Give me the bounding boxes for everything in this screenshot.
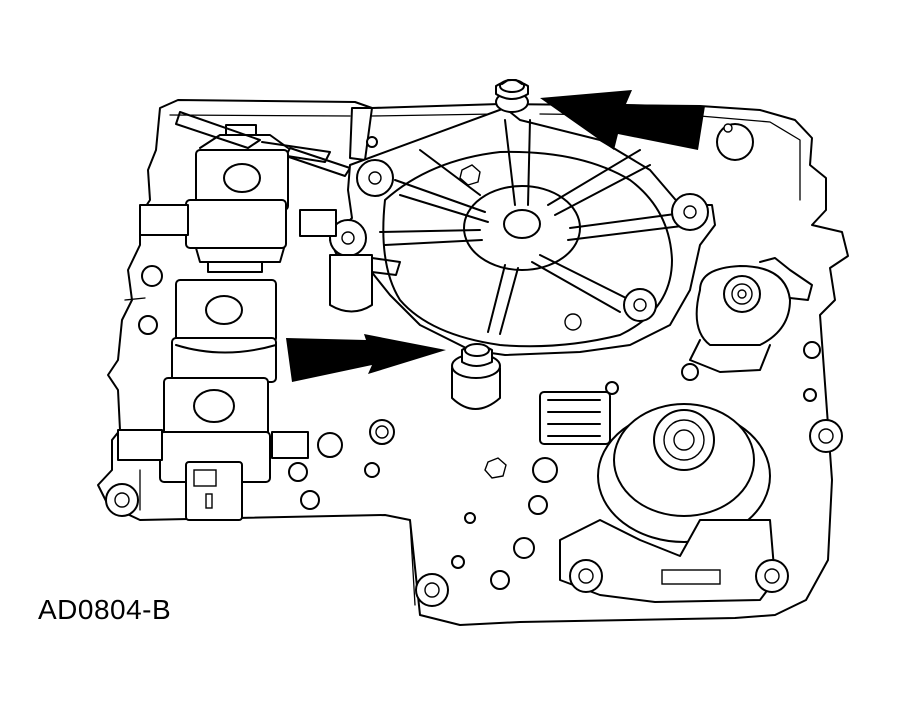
top-bolt (495, 79, 529, 113)
cover-inner-ring (382, 150, 673, 348)
cover-boss (329, 254, 373, 313)
figure-code: AD0804-B (38, 594, 172, 625)
plate-holes (105, 136, 843, 607)
cover-hex-plug (459, 164, 481, 186)
cover-lug-hole (341, 231, 355, 245)
cover-lug-hole (564, 313, 582, 331)
arrow-middle-left (286, 334, 446, 382)
cover-lug-hole (683, 205, 697, 219)
top-channel (175, 111, 331, 163)
plate-inner-edge (124, 113, 801, 606)
solenoid-top (139, 124, 337, 273)
middle-bolt (451, 343, 501, 410)
solenoid-middle (171, 279, 277, 383)
right-actuator-lower (539, 391, 789, 603)
right-actuator-upper (689, 257, 813, 373)
plate-hole (716, 123, 754, 161)
cover-spoke (379, 119, 691, 335)
cover-hub-inner (503, 209, 541, 239)
arrow-upper-right (540, 90, 705, 150)
solenoid-bottom (117, 377, 309, 521)
cover-lug-hole (633, 298, 647, 312)
cover-lug-hole (368, 171, 382, 185)
cover-boss-rib (371, 257, 401, 276)
plate-hole-small (723, 123, 733, 133)
